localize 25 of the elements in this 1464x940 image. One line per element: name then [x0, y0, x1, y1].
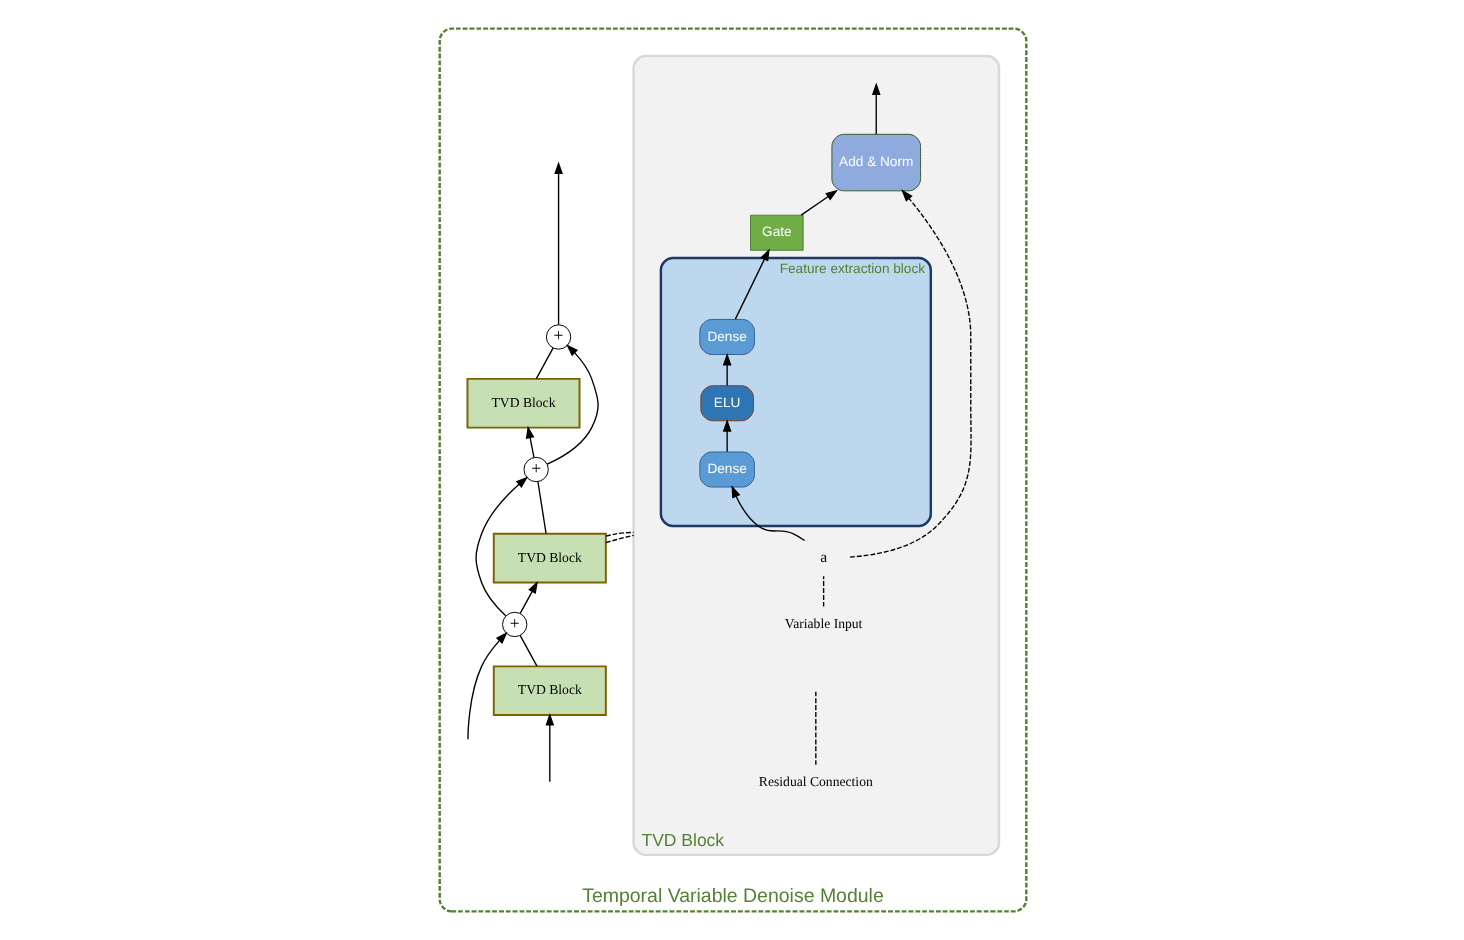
arrow [524, 425, 534, 458]
arrow [721, 352, 731, 387]
arrow [474, 476, 528, 617]
arrow [545, 344, 598, 465]
connector [518, 634, 537, 667]
node-circle: + [522, 456, 548, 483]
connector [536, 481, 546, 535]
arrow [518, 580, 537, 615]
arrow [733, 248, 769, 320]
arrow [544, 713, 554, 783]
arrow [870, 82, 880, 135]
connector [534, 347, 553, 380]
connector [814, 691, 816, 766]
connector [604, 531, 634, 537]
node-circle: + [544, 324, 571, 350]
node-circle: + [501, 611, 527, 638]
arrow [730, 485, 805, 542]
arrow [799, 189, 837, 216]
arrow [721, 419, 731, 453]
connector [604, 534, 634, 544]
node-text: a [819, 547, 827, 566]
arrow [553, 161, 562, 326]
arrow [848, 189, 971, 558]
arrow [466, 631, 507, 740]
connector [821, 575, 824, 608]
